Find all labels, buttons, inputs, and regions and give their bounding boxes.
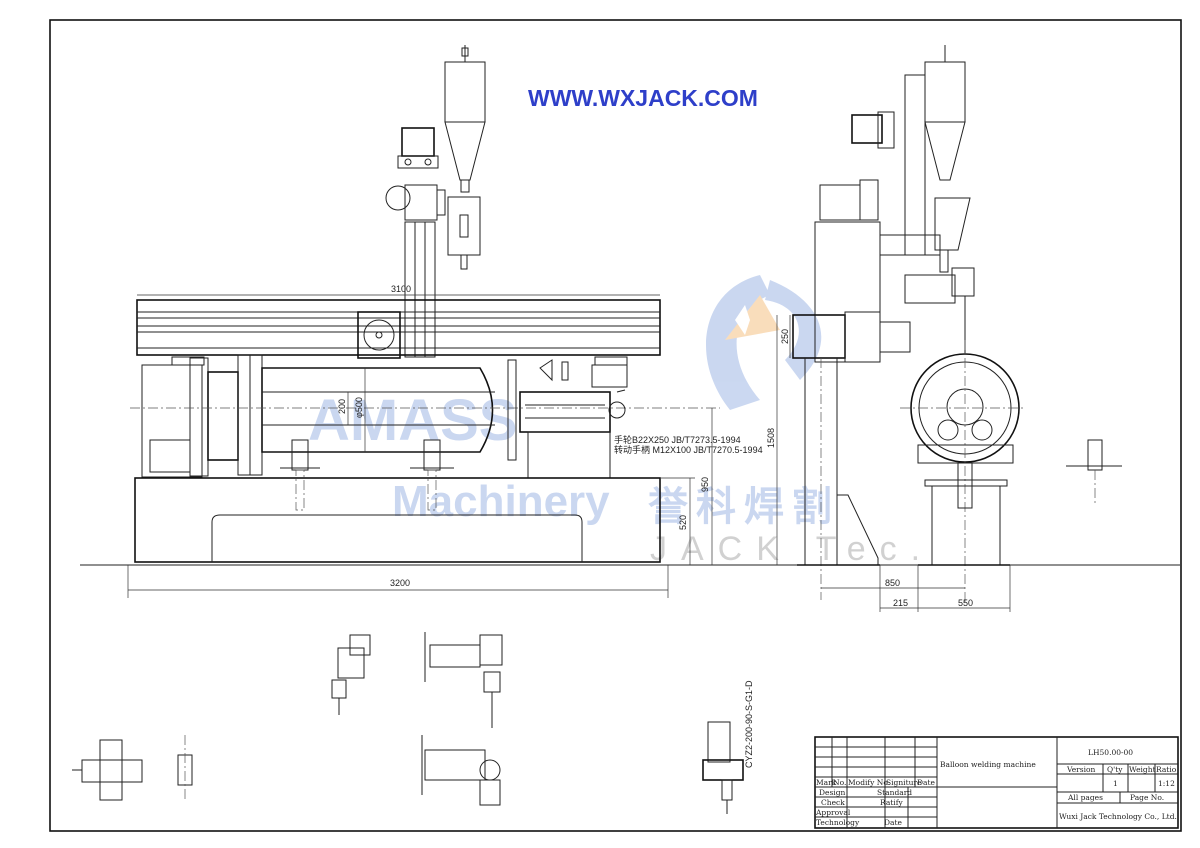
watermark-brand-sub: Machinery (392, 477, 610, 526)
role-technology: Technology (816, 818, 860, 827)
field-ratify: Ratify (880, 798, 903, 807)
drawing-number: LH50.00-00 (1088, 748, 1133, 757)
watermark-logo (706, 275, 822, 410)
watermark-brand-tec: JACK Tec. (650, 530, 934, 568)
ratio-value: 1:12 (1158, 779, 1175, 788)
header-ratio: Ratio (1156, 765, 1177, 774)
dim-inner-dia: 200 (337, 399, 347, 414)
header-modify-no: Modify No. (848, 778, 890, 787)
dim-stand-width: 550 (958, 598, 973, 608)
part-code: CYZ2-200-90-S-G1-D (744, 680, 754, 768)
role-approval: Approval (815, 808, 851, 817)
all-pages: All pages (1067, 793, 1103, 802)
workpiece-cylinder (261, 367, 494, 453)
role-design: Design (819, 788, 846, 797)
dim-box-height: 250 (780, 329, 790, 344)
field-standard: Standard (877, 788, 912, 797)
title-block: Mark No. Modify No. Signiture Date Desig… (814, 736, 1179, 829)
side-view: 1508 250 850 215 550 (766, 45, 1122, 612)
header-mark: Mark (816, 778, 837, 787)
field-date: Date (884, 818, 902, 827)
detail-sketches: CYZ2-200-90-S-G1-D (72, 632, 754, 814)
watermark-brand: AMASS (308, 388, 517, 453)
sheet-border (49, 19, 1182, 832)
dim-offset: 850 (885, 578, 900, 588)
website-url: WWW.WXJACK.COM (528, 85, 758, 111)
company-name: Wuxi Jack Technology Co., Ltd. (1059, 812, 1177, 821)
note-handwheel: 手轮B22X250 JB/T7273.5-1994 (614, 434, 741, 445)
dim-gap: 215 (893, 598, 908, 608)
role-check: Check (821, 798, 845, 807)
dim-base-length: 3200 (390, 578, 410, 588)
front-view: 3100 3200 200 φ500 950 520 手轮B22X250 JB/… (127, 45, 763, 598)
page-no: Page No. (1130, 793, 1164, 802)
header-version: Version (1066, 765, 1096, 774)
header-date: Date (917, 778, 935, 787)
drawing-title: Balloon welding machine (940, 760, 1036, 769)
note-handle: 转动手柄 M12X100 JB/T7270.5-1994 (614, 444, 763, 455)
header-qty: Q'ty (1107, 765, 1123, 774)
header-no: No. (833, 778, 846, 787)
dim-outer-dia: φ500 (354, 397, 364, 418)
watermark-brand-cn: 誉科焊割 (648, 485, 840, 529)
dim-total-height: 1508 (766, 428, 776, 448)
dim-beam-length: 3100 (391, 284, 411, 294)
dim-base-height: 520 (678, 515, 688, 530)
header-weight: Weight (1129, 765, 1156, 774)
dim-center-height: 950 (700, 477, 710, 492)
qty-value: 1 (1113, 779, 1118, 788)
header-signature: Signiture (886, 778, 922, 787)
